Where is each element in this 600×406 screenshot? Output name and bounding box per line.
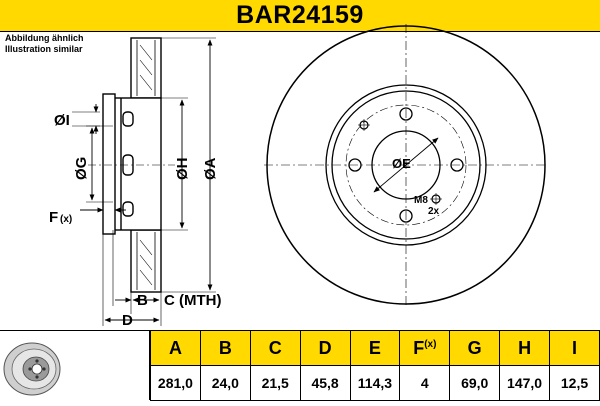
value-g: 69,0 bbox=[449, 365, 501, 401]
col-header-c: C bbox=[249, 330, 301, 366]
brake-disc-thumbnail bbox=[3, 342, 61, 396]
col-header-g: G bbox=[449, 330, 501, 366]
disc-side-section bbox=[88, 37, 175, 293]
disclaimer-line-en: Illustration similar bbox=[5, 44, 83, 54]
label-dia-h: ØH bbox=[174, 158, 191, 181]
col-header-f: F(x) bbox=[399, 330, 451, 366]
value-h: 147,0 bbox=[499, 365, 550, 401]
illustration-disclaimer: Abbildung ähnlich Illustration similar bbox=[5, 33, 84, 55]
front-labels: ØE M8 2x bbox=[392, 156, 440, 217]
side-labels: ØI ØG ØH ØA F (x) B C (MTH) D bbox=[49, 112, 221, 329]
disclaimer-line-de: Abbildung ähnlich bbox=[5, 33, 84, 43]
col-header-e: E bbox=[349, 330, 401, 366]
col-header-d: D bbox=[299, 330, 351, 366]
label-dia-g: ØG bbox=[73, 157, 90, 180]
col-header-f-suffix: (x) bbox=[424, 338, 437, 350]
label-c-mth: C (MTH) bbox=[164, 292, 221, 309]
col-header-i: I bbox=[549, 330, 600, 366]
value-c: 21,5 bbox=[249, 365, 301, 401]
col-header-h: H bbox=[499, 330, 550, 366]
header-bar: BAR24159 bbox=[0, 0, 600, 32]
col-header-f-letter: F bbox=[413, 337, 425, 358]
product-thumbnail-cell bbox=[0, 330, 150, 400]
col-header-a: A bbox=[150, 330, 201, 366]
disc-front-view bbox=[264, 24, 548, 306]
label-dia-i: ØI bbox=[54, 112, 70, 129]
part-number: BAR24159 bbox=[236, 1, 364, 29]
label-dia-a: ØA bbox=[202, 157, 219, 180]
label-f: F bbox=[49, 209, 58, 226]
technical-drawing: ØI ØG ØH ØA F (x) B C (MTH) D ØE M8 bbox=[49, 24, 548, 329]
spec-header-row: A B C D E F(x) G H I bbox=[150, 330, 600, 366]
value-b: 24,0 bbox=[199, 365, 251, 401]
value-e: 114,3 bbox=[349, 365, 401, 401]
value-a: 281,0 bbox=[150, 365, 201, 401]
label-thread: M8 bbox=[414, 195, 428, 206]
label-d: D bbox=[122, 312, 133, 329]
col-header-b: B bbox=[199, 330, 251, 366]
value-f: 4 bbox=[399, 365, 451, 401]
spec-value-row: 281,0 24,0 21,5 45,8 114,3 4 69,0 147,0 … bbox=[150, 365, 600, 401]
value-d: 45,8 bbox=[299, 365, 351, 401]
side-dimensions bbox=[72, 37, 216, 326]
value-i: 12,5 bbox=[549, 365, 600, 401]
spec-table: A B C D E F(x) G H I 281,0 24,0 21,5 45,… bbox=[150, 330, 600, 401]
label-dia-e: ØE bbox=[392, 156, 411, 171]
label-f-sub: (x) bbox=[60, 214, 72, 225]
label-thread-count: 2x bbox=[428, 206, 440, 217]
label-b: B bbox=[137, 292, 148, 309]
